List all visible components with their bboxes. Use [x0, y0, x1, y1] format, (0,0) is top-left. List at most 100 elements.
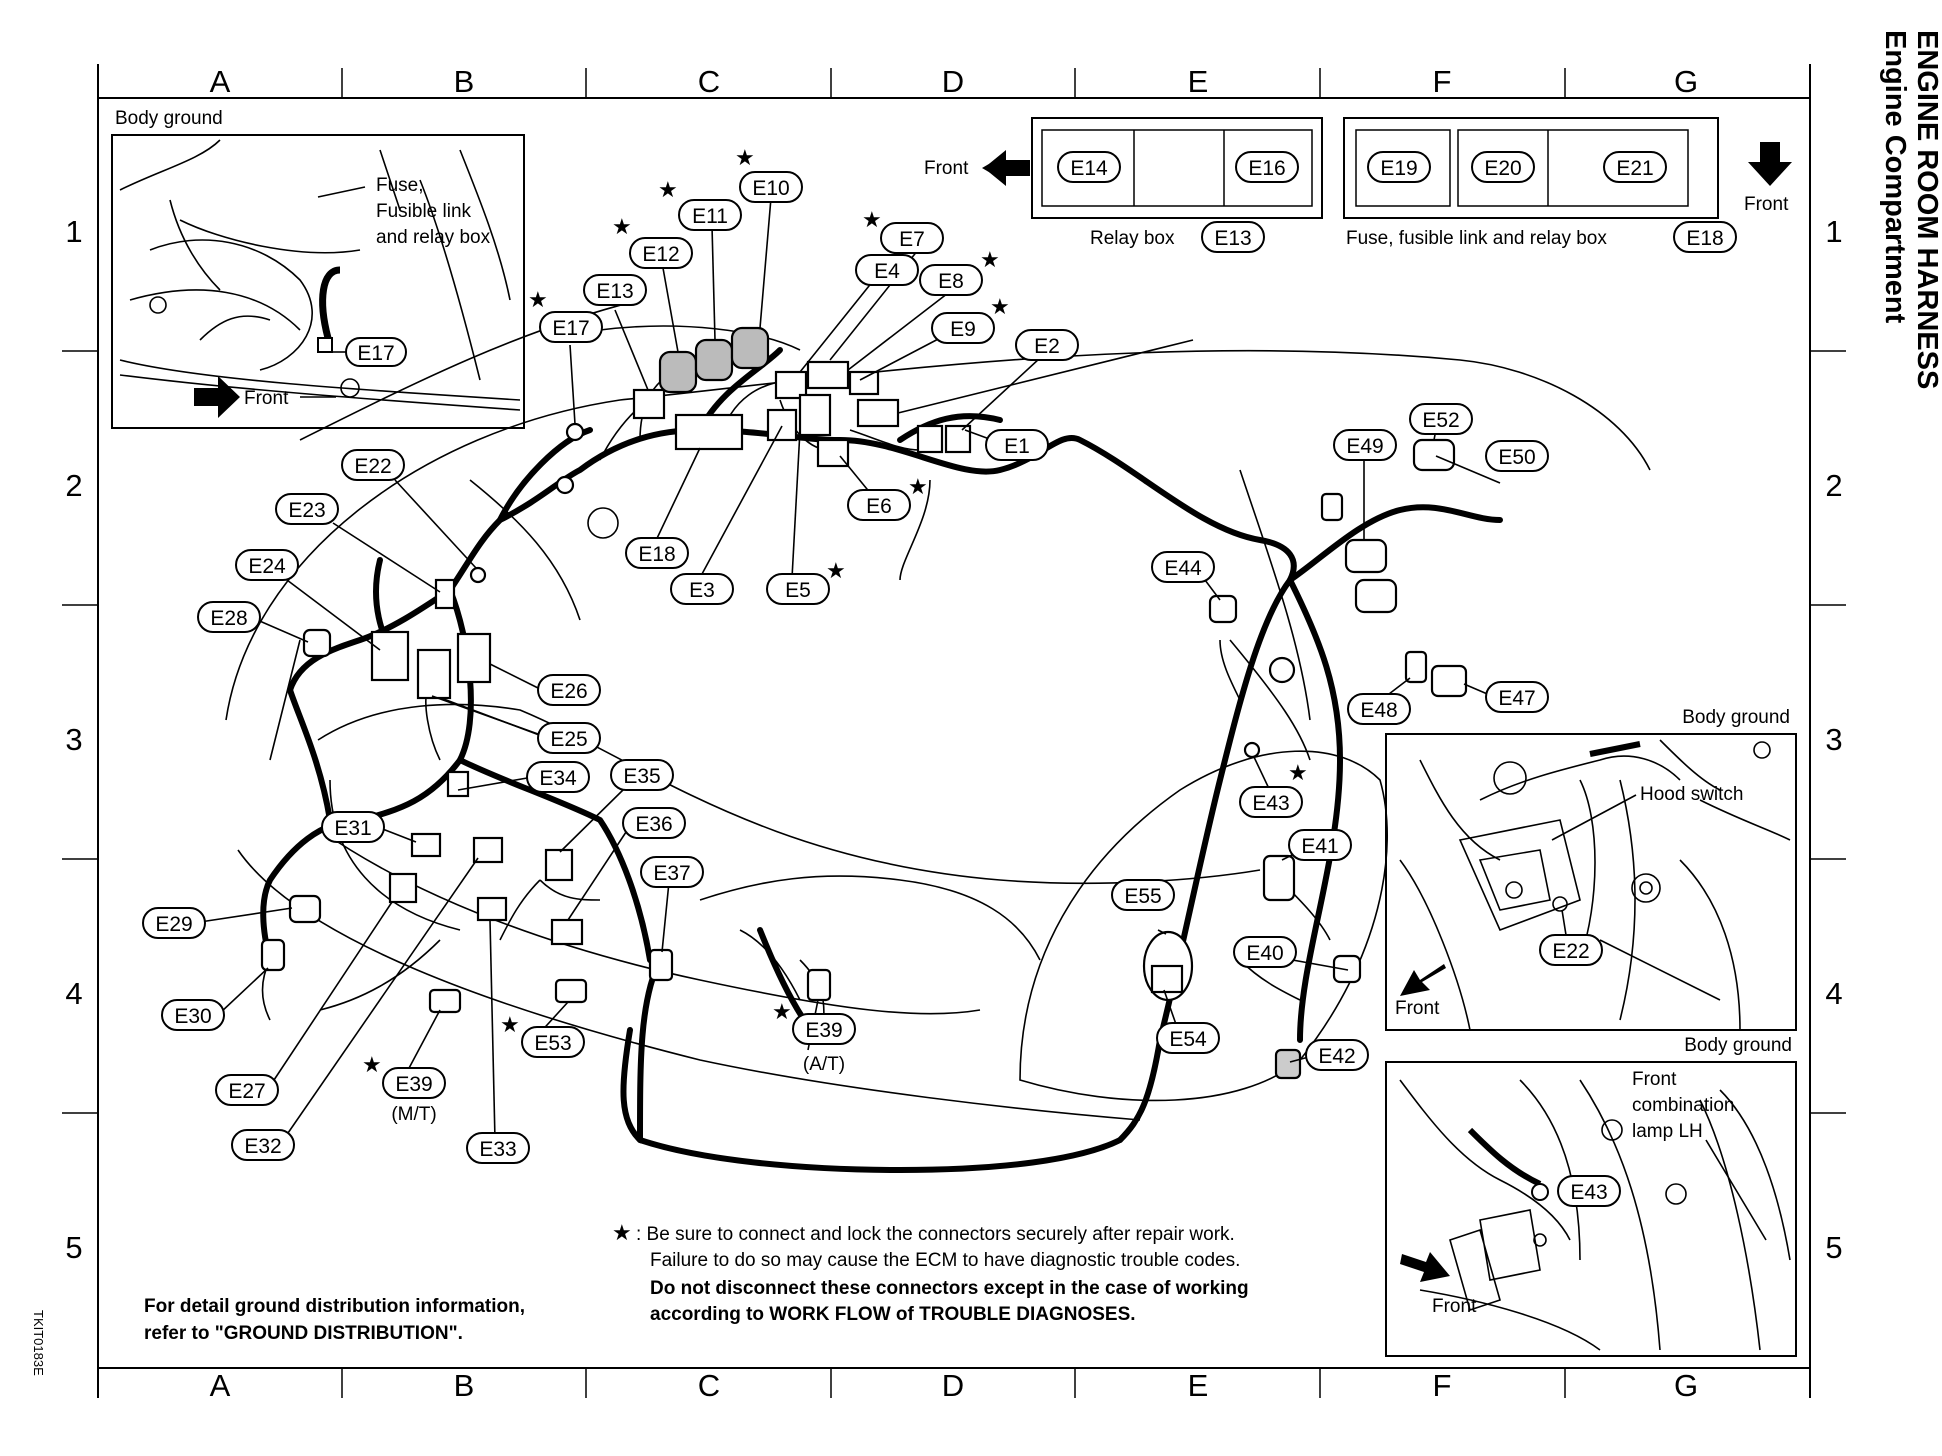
harness-clip	[555, 475, 575, 495]
star-icon: ★	[990, 294, 1010, 319]
col-label: D	[942, 64, 964, 99]
star-icon: ★	[1288, 760, 1308, 785]
connector-e49b-body	[1354, 578, 1398, 614]
lamp-label-line3: lamp LH	[1632, 1121, 1703, 1142]
connector-e26-body	[456, 632, 492, 684]
star-icon: ★	[908, 474, 928, 499]
connector-label-e5: E5	[766, 573, 830, 605]
svg-text:E10: E10	[752, 177, 789, 200]
svg-text:E54: E54	[1169, 1028, 1207, 1051]
fuse-box-caption: Fuse, fusible link and relay box	[1346, 228, 1607, 249]
connector-e4-body	[774, 370, 808, 400]
row-label: 1	[1825, 214, 1842, 249]
connector-label-e37: E37	[640, 856, 704, 888]
col-label: E	[1188, 64, 1209, 99]
col-label: C	[698, 1368, 720, 1403]
connector-label-e30: E30	[161, 999, 225, 1031]
row-labels-right: 1 2 3 4 5	[1825, 214, 1842, 1265]
inset-front-label: Front	[244, 388, 289, 409]
connector-label-e16: E16	[1235, 151, 1299, 183]
star-icon: ★	[612, 1220, 632, 1245]
svg-text:E43: E43	[1252, 792, 1289, 815]
connector-e33-body	[476, 896, 508, 922]
connector-label-e11: E11	[678, 199, 742, 231]
row-label: 1	[65, 214, 82, 249]
svg-text:E50: E50	[1498, 446, 1535, 469]
svg-text:E18: E18	[638, 543, 675, 566]
connector-label-relay-e13: E13	[1201, 221, 1265, 253]
row-label: 5	[65, 1230, 82, 1265]
svg-text:E24: E24	[248, 555, 286, 578]
connector-label-e40: E40	[1233, 936, 1297, 968]
connector-label-e3: E3	[670, 573, 734, 605]
svg-text:E20: E20	[1484, 157, 1521, 180]
connector-label-e39-mt: E39	[382, 1067, 446, 1099]
row-label: 2	[65, 468, 82, 503]
e39-mt-note: (M/T)	[391, 1104, 436, 1125]
star-icon: ★	[772, 999, 792, 1024]
front-arrow-icon	[1748, 142, 1792, 186]
connector-label-e1: E1	[985, 429, 1049, 461]
svg-text:E3: E3	[689, 579, 715, 602]
connector-e43-eyelet	[1243, 741, 1261, 759]
connector-e1-body	[916, 424, 944, 454]
col-label: D	[942, 1368, 964, 1403]
svg-text:E55: E55	[1124, 885, 1161, 908]
connector-label-e41: E41	[1288, 829, 1352, 861]
title-sub: Engine Compartment	[1879, 30, 1911, 324]
connector-label-e50: E50	[1485, 440, 1549, 472]
connector-label-e31: E31	[321, 811, 385, 843]
connector-e31-body	[410, 832, 442, 858]
star-note-line2: Failure to do so may cause the ECM to ha…	[650, 1250, 1240, 1271]
svg-text:E44: E44	[1164, 557, 1202, 580]
connector-e23-body	[434, 578, 456, 610]
connector-label-e44: E44	[1151, 551, 1215, 583]
connector-e9-body	[856, 398, 900, 428]
inset-label-line2: Fusible link	[376, 201, 472, 222]
connector-label-e20: E20	[1471, 151, 1535, 183]
svg-text:E43: E43	[1570, 1181, 1607, 1204]
connector-e39mt-body	[428, 988, 462, 1014]
svg-text:E18: E18	[1686, 227, 1723, 250]
col-label: F	[1433, 1368, 1452, 1403]
connector-e18-body	[674, 413, 744, 451]
connector-label-inset-e17: E17	[345, 337, 407, 367]
svg-text:E13: E13	[596, 280, 633, 303]
row-label: 5	[1825, 1230, 1842, 1265]
footnote-star-warning: ★ : Be sure to connect and lock the conn…	[612, 1220, 1249, 1325]
svg-text:E33: E33	[479, 1138, 516, 1161]
svg-text:E53: E53	[534, 1032, 571, 1055]
inset-label-line1: Fuse,	[376, 175, 424, 196]
connector-label-e8: E8	[919, 264, 983, 296]
connector-label-e49: E49	[1333, 429, 1397, 461]
connector-e8-body	[848, 370, 880, 396]
front-arrow-icon	[1400, 964, 1446, 996]
connector-label-e23: E23	[275, 493, 339, 525]
row-label: 2	[1825, 468, 1842, 503]
svg-text:E16: E16	[1248, 157, 1285, 180]
connector-label-inset-e43: E43	[1557, 1175, 1621, 1207]
connector-label-e54: E54	[1156, 1022, 1220, 1054]
footnote-ground-distribution: For detail ground distribution informati…	[144, 1296, 525, 1344]
inset-combination-lamp: Body ground Front combination lamp LH Fr…	[1385, 1035, 1797, 1357]
col-label: G	[1674, 1368, 1698, 1403]
inset-caption: Body ground	[115, 108, 223, 129]
inset-relay-box: Front E14 E16 Relay box E13	[924, 117, 1323, 253]
connector-e42-body	[1274, 1048, 1302, 1080]
connector-e40-body	[1332, 954, 1362, 984]
svg-text:E32: E32	[244, 1135, 281, 1158]
connector-label-e21: E21	[1603, 151, 1667, 183]
connector-label-e18: E18	[625, 537, 689, 569]
connector-label-e22: E22	[341, 449, 405, 481]
connector-label-e10: E10	[739, 171, 803, 203]
star-note-line3: Do not disconnect these connectors excep…	[650, 1278, 1249, 1299]
svg-text:E2: E2	[1034, 335, 1060, 358]
svg-text:E31: E31	[334, 817, 371, 840]
connector-labels: E1 E2 E3 E4 E5 E6 E7 E8 E9 E10 E11 E12 E…	[142, 171, 1549, 1164]
connector-label-e48: E48	[1347, 693, 1411, 725]
col-label: B	[454, 1368, 475, 1403]
connector-e41-body	[1262, 854, 1296, 902]
connector-e22-eyelet	[469, 566, 487, 584]
svg-text:E52: E52	[1422, 409, 1459, 432]
